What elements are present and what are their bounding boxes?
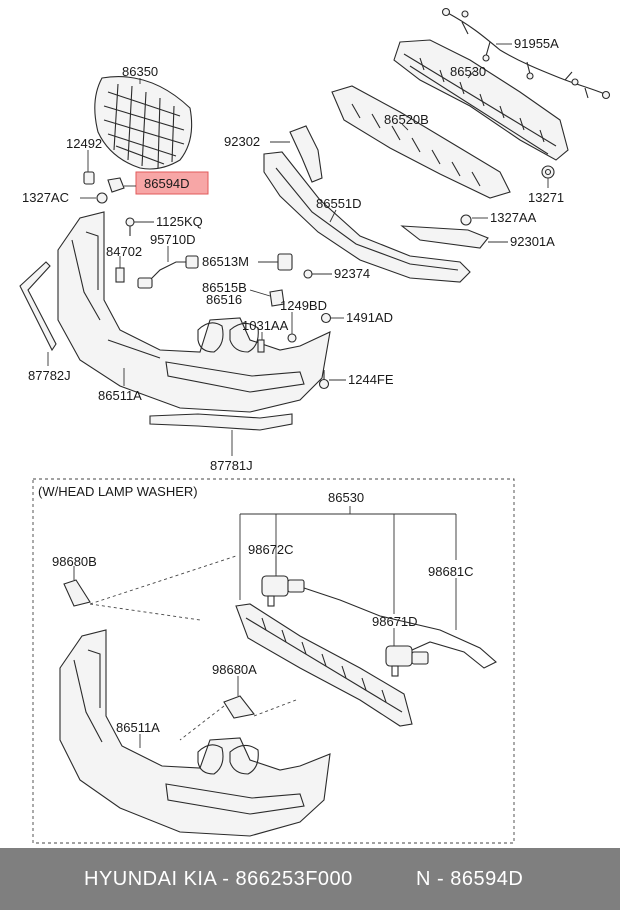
bolt-13271-drawing xyxy=(541,165,555,179)
screw-1125kq-drawing xyxy=(125,217,135,236)
wiring-harness-drawing xyxy=(441,7,611,100)
label-1031aa: 1031AA xyxy=(242,318,289,333)
washer-cap-98680b-drawing xyxy=(63,579,91,607)
label-92374: 92374 xyxy=(334,266,370,281)
label-86520b: 86520B xyxy=(384,112,429,127)
washer-cap-98680a-drawing xyxy=(223,695,255,719)
label-12492: 12492 xyxy=(66,136,102,151)
upper-cover-drawing xyxy=(263,151,471,283)
washer-bumper-beam-drawing xyxy=(235,603,413,727)
label-86511a-top: 86511A xyxy=(98,388,142,403)
label-13271: 13271 xyxy=(528,190,564,205)
label-1125kq: 1125KQ xyxy=(156,214,203,229)
label-87782j: 87782J xyxy=(28,368,71,383)
washer-nozzle-98672c-drawing xyxy=(261,575,305,607)
label-86530-top: 86530 xyxy=(450,64,486,79)
screw-1031aa-drawing xyxy=(257,339,265,353)
clip-92374-drawing xyxy=(303,269,313,279)
washer-hose-98681c-drawing xyxy=(303,587,497,669)
sensor-95710d-drawing xyxy=(137,255,199,289)
label-1491ad: 1491AD xyxy=(346,310,393,325)
nut-1491ad-drawing xyxy=(320,312,332,324)
label-92302: 92302 xyxy=(224,134,260,149)
footer-bar: HYUNDAI KIA - 866253F000 N - 86594D xyxy=(0,848,620,910)
highlight-86594d xyxy=(135,171,209,195)
label-86594d: 86594D xyxy=(144,176,190,191)
bracket-86513m-drawing xyxy=(277,253,293,271)
label-87781j: 87781J xyxy=(210,458,253,473)
label-98671d: 98671D xyxy=(372,614,418,629)
label-98681c: 98681C xyxy=(428,564,474,579)
bracket-92302-drawing xyxy=(289,125,323,183)
label-86350: 86350 xyxy=(122,64,158,79)
label-86551d: 86551D xyxy=(316,196,362,211)
label-86515b: 86515B xyxy=(202,280,247,295)
molding-87782j-drawing xyxy=(19,261,57,352)
label-86530-bottom: 86530 xyxy=(328,490,364,505)
footer-brand-number: HYUNDAI KIA - 866253F000 xyxy=(84,868,353,890)
label-95710d: 95710D xyxy=(150,232,196,247)
label-1249bd: 1249BD xyxy=(280,298,327,313)
label-98672c: 98672C xyxy=(248,542,294,557)
label-91955a: 91955A xyxy=(514,36,559,51)
label-98680a: 98680A xyxy=(212,662,257,677)
label-86516: 86516 xyxy=(206,292,242,307)
screw-1249bd-drawing xyxy=(287,333,297,343)
washer-variant-frame xyxy=(32,478,515,844)
washer-variant-title: (W/HEAD LAMP WASHER) xyxy=(38,484,198,499)
screw-12492-drawing xyxy=(83,171,95,185)
footer-part-ref: N - 86594D xyxy=(416,868,524,890)
bumper-beam-drawing xyxy=(393,39,569,161)
bracket-86515b-drawing xyxy=(269,289,285,307)
nut-1327ac-drawing xyxy=(96,192,108,204)
grille-drawing xyxy=(94,76,193,170)
label-1327ac: 1327AC xyxy=(22,190,69,205)
bracket-92301a-drawing xyxy=(400,214,489,249)
molding-87781j-drawing xyxy=(149,413,293,431)
energy-absorber-drawing xyxy=(331,85,511,199)
label-1244fe: 1244FE xyxy=(348,372,394,387)
label-98680b: 98680B xyxy=(52,554,97,569)
label-86511a-bottom: 86511A xyxy=(116,720,160,735)
washer-front-bumper-cover-drawing xyxy=(59,629,331,837)
front-bumper-cover-drawing xyxy=(57,211,331,413)
bolt-1244fe-drawing xyxy=(318,370,330,390)
clip-86594d-drawing xyxy=(107,177,125,193)
label-84702: 84702 xyxy=(106,244,142,259)
bracket-84702-drawing xyxy=(115,267,125,283)
label-92301a: 92301A xyxy=(510,234,555,249)
label-86513m: 86513M xyxy=(202,254,249,269)
washer-nozzle-98671d-drawing xyxy=(385,645,429,677)
label-1327aa: 1327AA xyxy=(490,210,537,225)
